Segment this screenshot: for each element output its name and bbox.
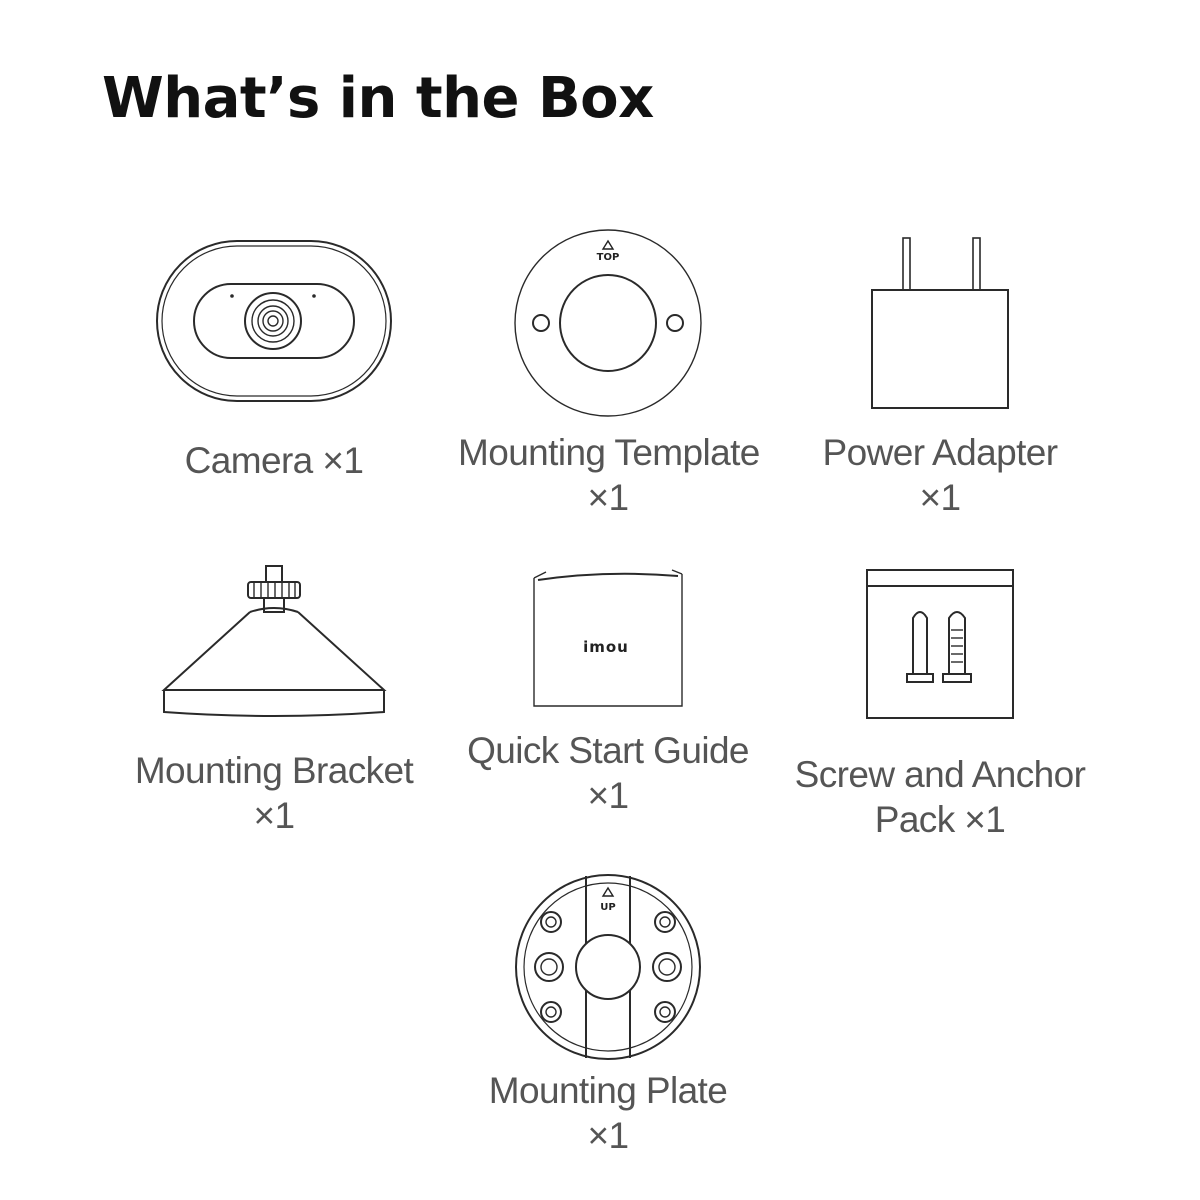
mounting-bracket-icon [161,565,387,717]
item-mounting-plate: UP Mounting Plate ×1 [458,872,758,1158]
quick-start-guide-icon: imou [533,569,683,707]
item-qty: ×1 [587,775,630,816]
item-power-adapter: Power Adapter ×1 [790,236,1090,520]
up-arrow-icon [601,886,615,897]
template-top-text: TOP [597,252,620,263]
item-camera: Camera ×1 [124,238,424,483]
item-label: Quick Start Guide [467,730,749,771]
item-label: Mounting Plate [488,1070,728,1111]
item-label: Mounting Template [458,432,760,473]
plate-screw-holes [534,911,682,1023]
item-qty: ×1 [587,1115,630,1156]
item-label: Camera ×1 [184,440,364,481]
plate-up-text: UP [600,902,615,913]
mounting-template-icon: TOP [514,229,702,417]
item-qty: ×1 [587,477,630,518]
item-label: Power Adapter [822,432,1059,473]
screw-anchor-pack-icon [866,569,1014,719]
item-label: Mounting Bracket [134,750,414,791]
mounting-plate-icon: UP [515,874,701,1060]
up-arrow-icon [601,239,615,250]
item-qty: ×1 [253,795,296,836]
power-adapter-icon [871,237,1009,409]
item-screw-anchor-pack: Screw and Anchor Pack ×1 [790,568,1090,842]
item-quick-start-guide: imou Quick Start Guide ×1 [458,566,758,818]
guide-logo-text: imou [583,638,629,656]
item-mounting-template: TOP Mounting Template ×1 [458,228,760,520]
item-qty: ×1 [919,477,962,518]
camera-icon [156,240,392,402]
item-label: Screw and Anchor [794,754,1086,795]
item-qty: Pack ×1 [874,799,1006,840]
item-mounting-bracket: Mounting Bracket ×1 [124,565,424,838]
page-title: What’s in the Box [102,66,654,131]
